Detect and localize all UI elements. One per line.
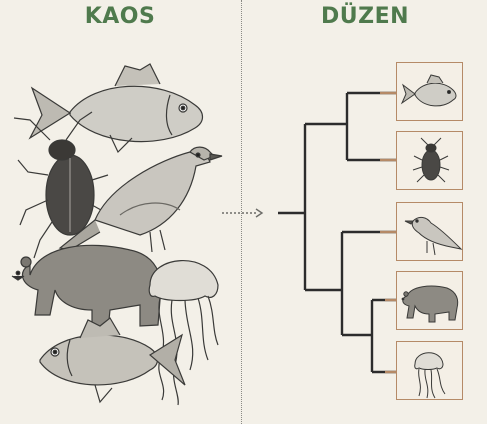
leaf-box-beetle bbox=[396, 131, 463, 190]
cladogram-tree bbox=[278, 93, 396, 372]
beetle-illustration bbox=[14, 112, 110, 258]
leaf-box-fish bbox=[396, 62, 463, 121]
fish-illustration-top bbox=[30, 64, 203, 152]
leaf-box-bird bbox=[396, 202, 463, 261]
transform-arrow bbox=[222, 209, 262, 217]
leaf-box-jellyfish bbox=[396, 341, 463, 400]
leaf-box-bear bbox=[396, 271, 463, 330]
